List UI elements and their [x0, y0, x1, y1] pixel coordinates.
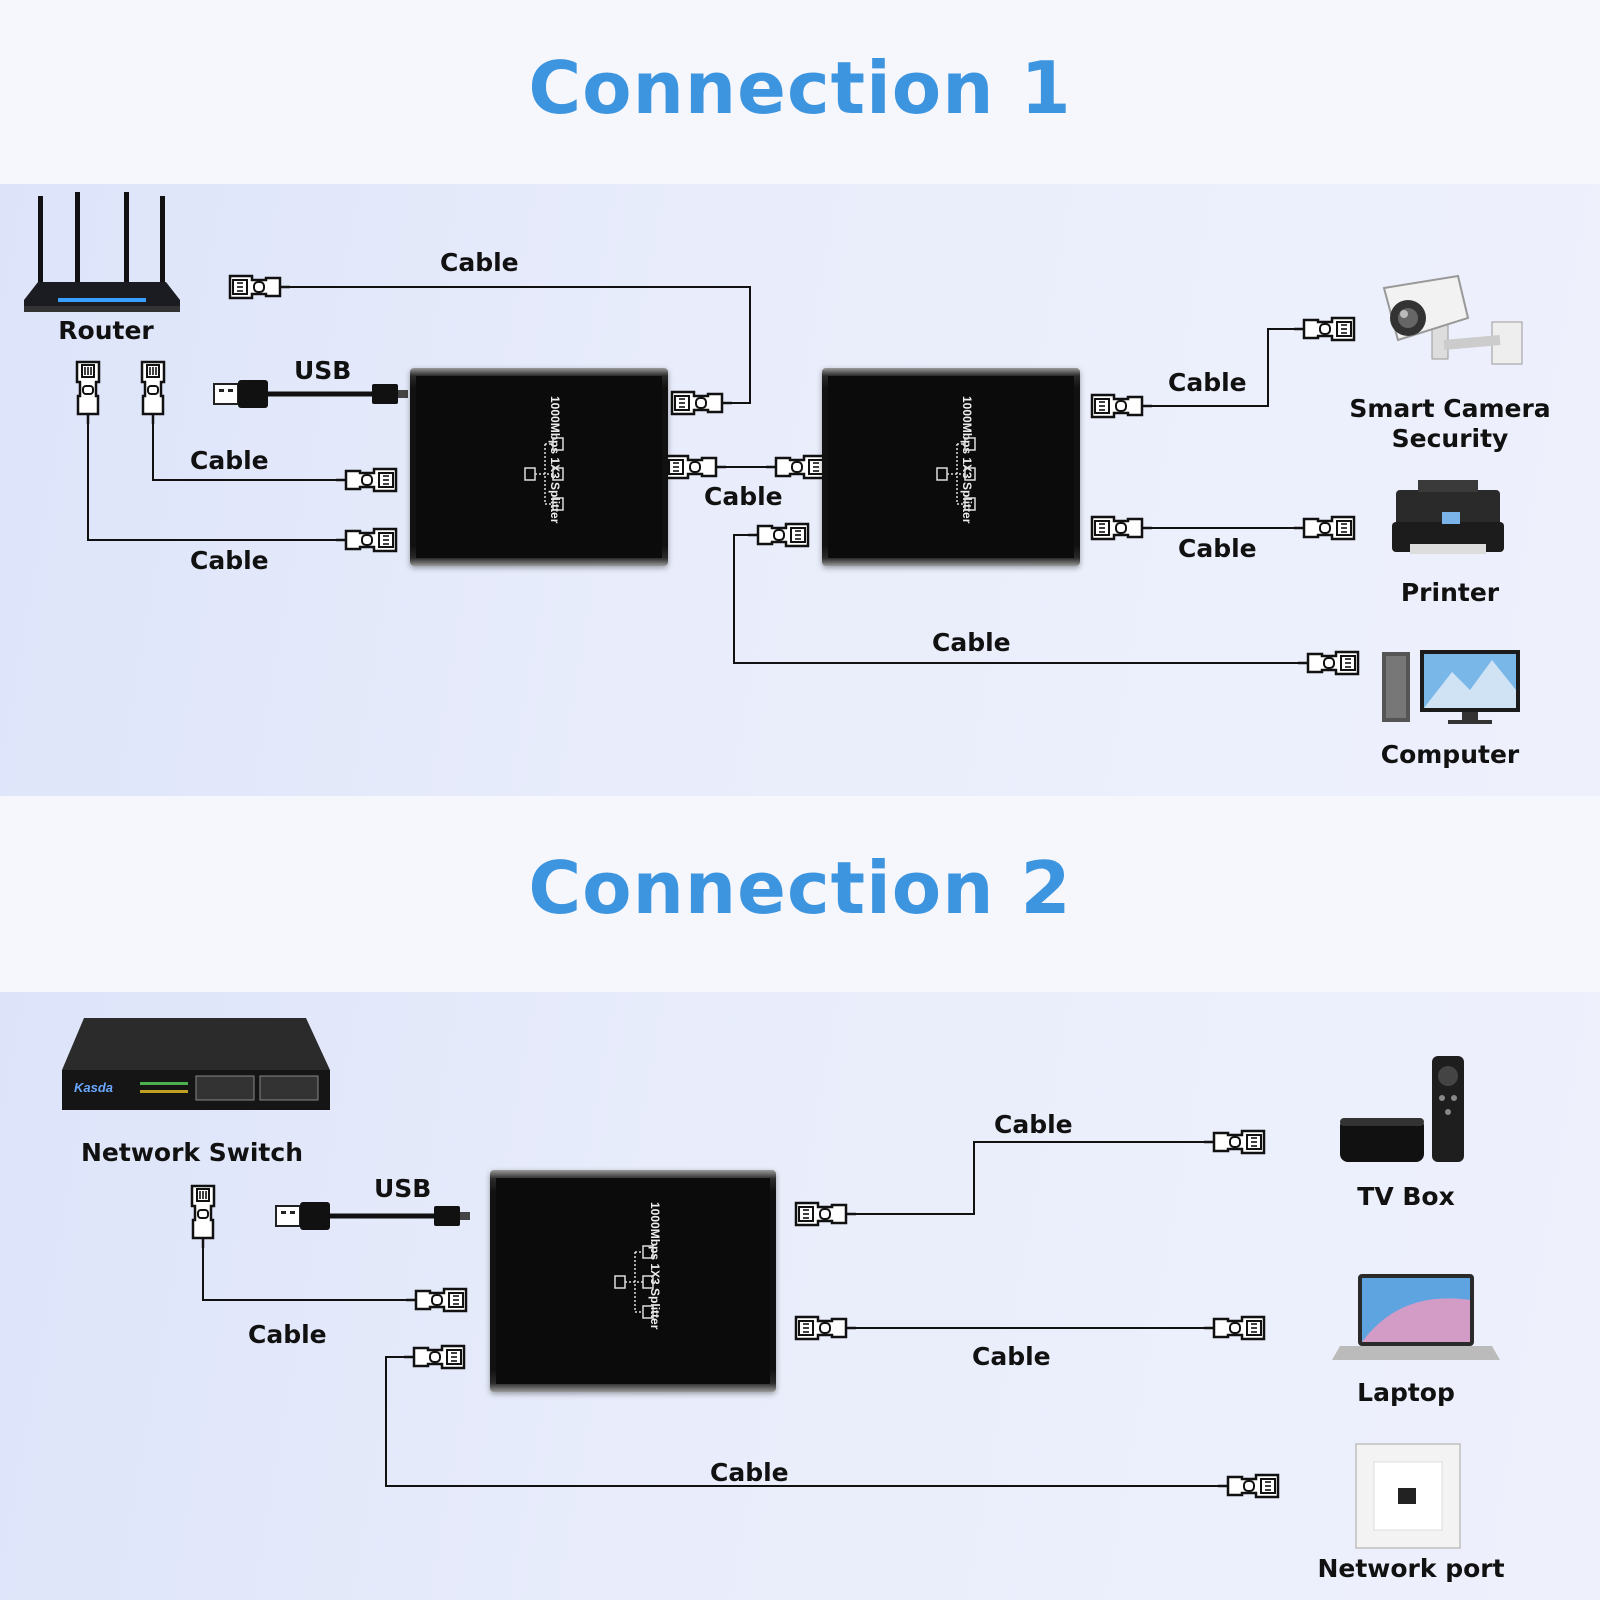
label-usb-1: USB: [294, 356, 352, 385]
wire-c2-left-cable: [202, 1248, 406, 1301]
splitter-2: 1000Mbps 1X3 Splitter: [822, 368, 1080, 566]
label-cable-top: Cable: [440, 248, 519, 277]
network-port-icon: [1355, 1443, 1461, 1549]
plug-computer-src-icon: [746, 522, 810, 548]
plug-printer-icon: [1292, 515, 1356, 541]
splitter-3-network-icon: [614, 1245, 654, 1319]
smart-camera-icon: [1382, 274, 1523, 365]
label-router: Router: [58, 316, 154, 345]
computer-icon: [1382, 650, 1520, 724]
plug-c2-port-src-icon: [402, 1344, 466, 1370]
wire-computer-cable: [733, 534, 1298, 664]
connection1-header: Connection 1: [0, 0, 1600, 184]
plug-c2-out2-icon: [794, 1315, 858, 1341]
plug-splitter2-out1-icon: [1090, 393, 1154, 419]
label-cable-left-upper: Cable: [190, 446, 269, 475]
label-laptop: Laptop: [1357, 1378, 1455, 1407]
label-cable-left-lower: Cable: [190, 546, 269, 575]
label-printer: Printer: [1400, 578, 1500, 607]
plug-left-lower-icon: [334, 527, 398, 553]
label-c2-cable-port: Cable: [710, 1458, 789, 1487]
splitter-1-network-icon: [524, 437, 564, 511]
label-cable-middle: Cable: [704, 482, 783, 511]
wire-left-upper-cable: [152, 424, 336, 481]
label-cable-camera: Cable: [1168, 368, 1247, 397]
plug-c2-in-icon: [404, 1287, 468, 1313]
label-cable-printer: Cable: [1178, 534, 1257, 563]
usb-cable-2-icon: [276, 1202, 470, 1230]
plug-switch-icon: [190, 1184, 216, 1250]
laptop-icon: [1332, 1274, 1500, 1360]
plug-network-port-icon: [1216, 1473, 1280, 1499]
wire-left-lower-cable: [87, 424, 336, 541]
wire-top-cable: [290, 286, 751, 404]
tv-box-icon: [1340, 1056, 1464, 1162]
plug-middle-left-icon: [664, 454, 728, 480]
label-c2-cable-laptop: Cable: [972, 1342, 1051, 1371]
connection2-title: Connection 2: [528, 846, 1072, 930]
label-c2-cable-left: Cable: [248, 1320, 327, 1349]
label-tv-box: TV Box: [1357, 1182, 1455, 1211]
plug-laptop-icon: [1202, 1315, 1266, 1341]
plug-router-2-icon: [140, 360, 166, 426]
plug-splitter2-out2-icon: [1090, 515, 1154, 541]
plug-top-left-icon: [228, 274, 292, 300]
splitter-3: 1000Mbps 1X3 Splitter: [490, 1170, 776, 1392]
label-network-port: Network port: [1317, 1554, 1505, 1583]
label-usb-2: USB: [374, 1174, 432, 1203]
splitter-1: 1000Mbps 1X3 Splitter: [410, 368, 668, 566]
connection2-header: Connection 2: [0, 796, 1600, 992]
switch-brand: Kasda: [74, 1080, 113, 1095]
plug-middle-right-icon: [764, 454, 828, 480]
plug-splitter1-out-icon: [670, 390, 734, 416]
plug-camera-icon: [1292, 316, 1356, 342]
printer-icon: [1392, 480, 1504, 554]
plug-left-upper-icon: [334, 467, 398, 493]
splitter-2-network-icon: [936, 437, 976, 511]
network-switch-icon: [62, 1018, 330, 1110]
router-icon: [24, 192, 180, 312]
plug-computer-icon: [1296, 650, 1360, 676]
label-c2-cable-tv: Cable: [994, 1110, 1073, 1139]
wire-c2-tv-cable: [856, 1141, 1204, 1215]
plug-c2-out1-icon: [794, 1201, 858, 1227]
label-computer: Computer: [1380, 740, 1520, 769]
label-smart-camera: Smart Camera Security: [1349, 394, 1551, 453]
connection1-title: Connection 1: [528, 46, 1072, 130]
wire-camera-cable: [1152, 328, 1294, 407]
label-network-switch: Network Switch: [81, 1138, 303, 1167]
label-cable-computer: Cable: [932, 628, 1011, 657]
plug-tv-icon: [1202, 1129, 1266, 1155]
plug-router-1-icon: [75, 360, 101, 426]
